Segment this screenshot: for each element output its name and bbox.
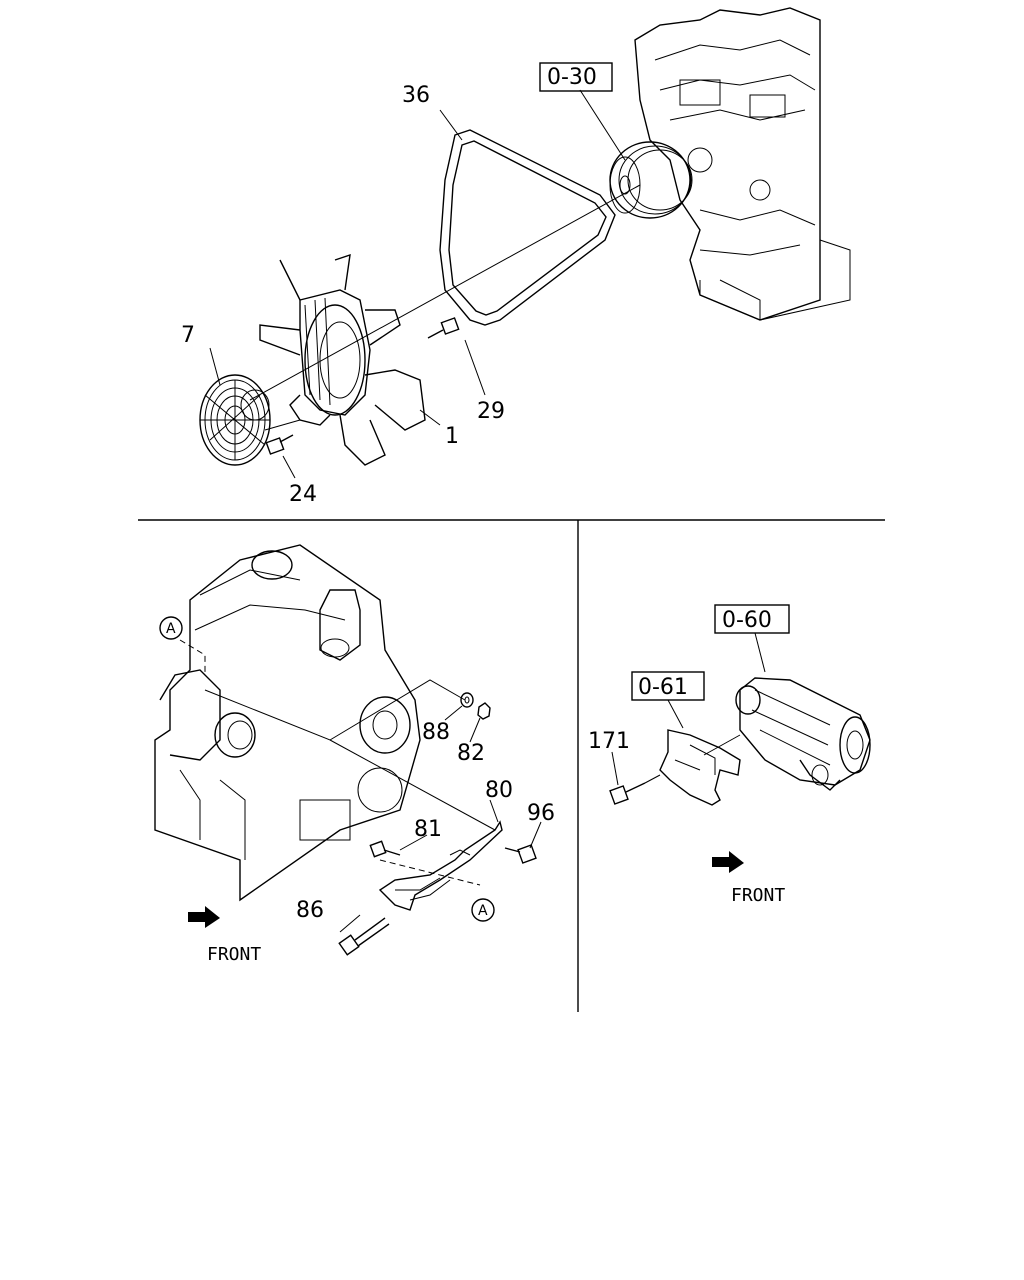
bolt-96 — [504, 844, 537, 864]
label-36: 36 — [402, 83, 430, 108]
front-arrow-left-icon — [188, 906, 220, 928]
drive-belt — [439, 129, 616, 326]
starter-bracket — [659, 729, 741, 806]
label-81: 81 — [414, 817, 442, 842]
svg-text:0-61: 0-61 — [638, 675, 688, 700]
label-29: 29 — [477, 399, 505, 424]
label-171: 171 — [588, 729, 630, 754]
bolt-81 — [369, 840, 401, 858]
front-arrow-right-icon — [712, 851, 744, 873]
label-1: 1 — [445, 424, 459, 449]
label-7: 7 — [181, 323, 195, 348]
svg-text:A: A — [166, 621, 176, 637]
nut-82 — [477, 702, 491, 720]
ref-box-0-30: 0-30 — [539, 62, 613, 92]
svg-text:0-30: 0-30 — [547, 65, 597, 90]
washer-88 — [460, 692, 474, 708]
engine-block-bottom-left — [154, 544, 421, 902]
crank-pulley — [609, 141, 693, 219]
bolt-29 — [427, 317, 460, 339]
starter-motor — [735, 677, 871, 791]
front-label-left: FRONT — [207, 944, 261, 965]
svg-text:0-60: 0-60 — [722, 608, 772, 633]
bolt-171 — [609, 782, 646, 805]
bracket-80 — [378, 820, 503, 911]
fan-clutch — [199, 374, 271, 466]
ref-box-0-61: 0-61 — [631, 671, 705, 701]
engine-block-top — [634, 7, 851, 321]
bolt-86 — [338, 917, 390, 956]
fan-assembly — [259, 253, 426, 466]
callout-a-bracket: A — [471, 898, 495, 922]
label-24: 24 — [289, 482, 317, 507]
front-label-right: FRONT — [731, 885, 785, 906]
svg-text:A: A — [478, 903, 488, 919]
label-82: 82 — [457, 741, 485, 766]
label-86: 86 — [296, 898, 324, 923]
ref-box-0-60: 0-60 — [714, 604, 790, 634]
label-96: 96 — [527, 801, 555, 826]
bolt-24 — [265, 434, 294, 455]
callout-a-engine: A — [159, 616, 183, 640]
label-88: 88 — [422, 720, 450, 745]
label-80: 80 — [485, 778, 513, 803]
